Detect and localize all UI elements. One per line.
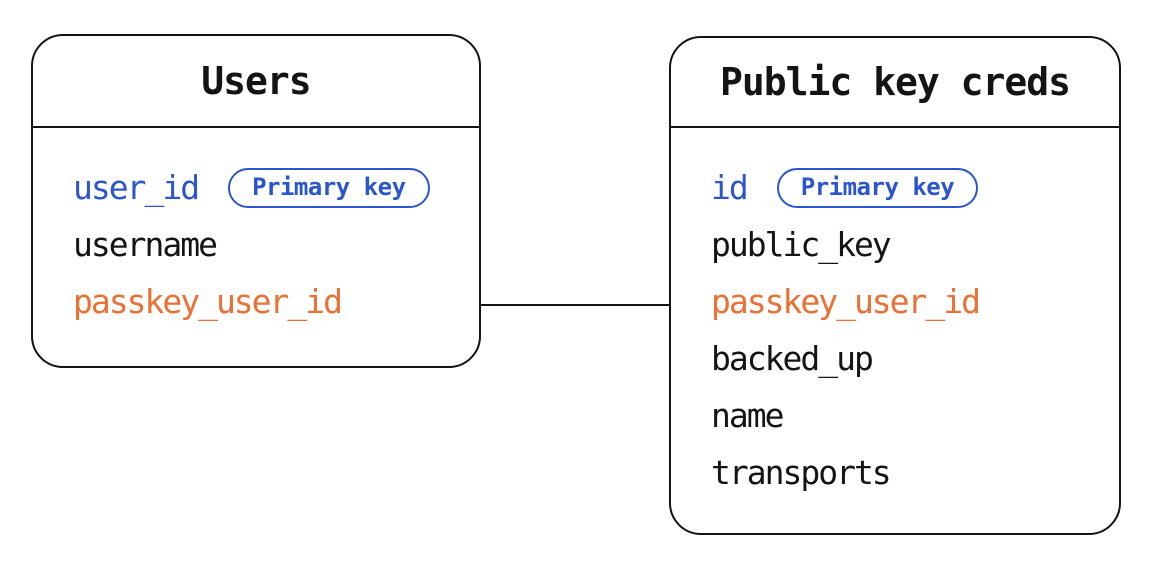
field-name: user_id bbox=[73, 168, 200, 207]
table-node-users: Users user_id Primary key username passk… bbox=[31, 34, 481, 368]
field-row-username: username bbox=[73, 216, 479, 273]
table-fields-public-key-creds: id Primary key public_key passkey_user_i… bbox=[671, 128, 1119, 501]
field-row-name: name bbox=[711, 387, 1119, 444]
primary-key-badge: Primary key bbox=[228, 167, 430, 208]
primary-key-badge: Primary key bbox=[776, 167, 979, 208]
field-name: passkey_user_id bbox=[711, 282, 981, 321]
field-name: passkey_user_id bbox=[73, 282, 343, 321]
field-row-passkey-user-id: passkey_user_id bbox=[73, 273, 479, 330]
table-node-public-key-creds: Public key creds id Primary key public_k… bbox=[669, 36, 1121, 535]
field-row-backed-up: backed_up bbox=[711, 330, 1119, 387]
field-row-transports: transports bbox=[711, 444, 1119, 501]
table-title-users: Users bbox=[33, 36, 479, 128]
table-fields-users: user_id Primary key username passkey_use… bbox=[33, 128, 479, 330]
table-title-public-key-creds: Public key creds bbox=[671, 38, 1119, 128]
field-row-public-key: public_key bbox=[711, 216, 1119, 273]
field-row-id: id Primary key bbox=[711, 159, 1119, 216]
field-row-passkey-user-id: passkey_user_id bbox=[711, 273, 1119, 330]
field-name: name bbox=[711, 396, 784, 435]
field-name: username bbox=[73, 225, 218, 264]
field-name: public_key bbox=[711, 225, 892, 264]
field-name: backed_up bbox=[711, 339, 874, 378]
field-name: id bbox=[711, 168, 749, 207]
relationship-line-passkey-user-id bbox=[479, 304, 671, 306]
field-name: transports bbox=[711, 453, 892, 492]
field-row-user-id: user_id Primary key bbox=[73, 159, 479, 216]
